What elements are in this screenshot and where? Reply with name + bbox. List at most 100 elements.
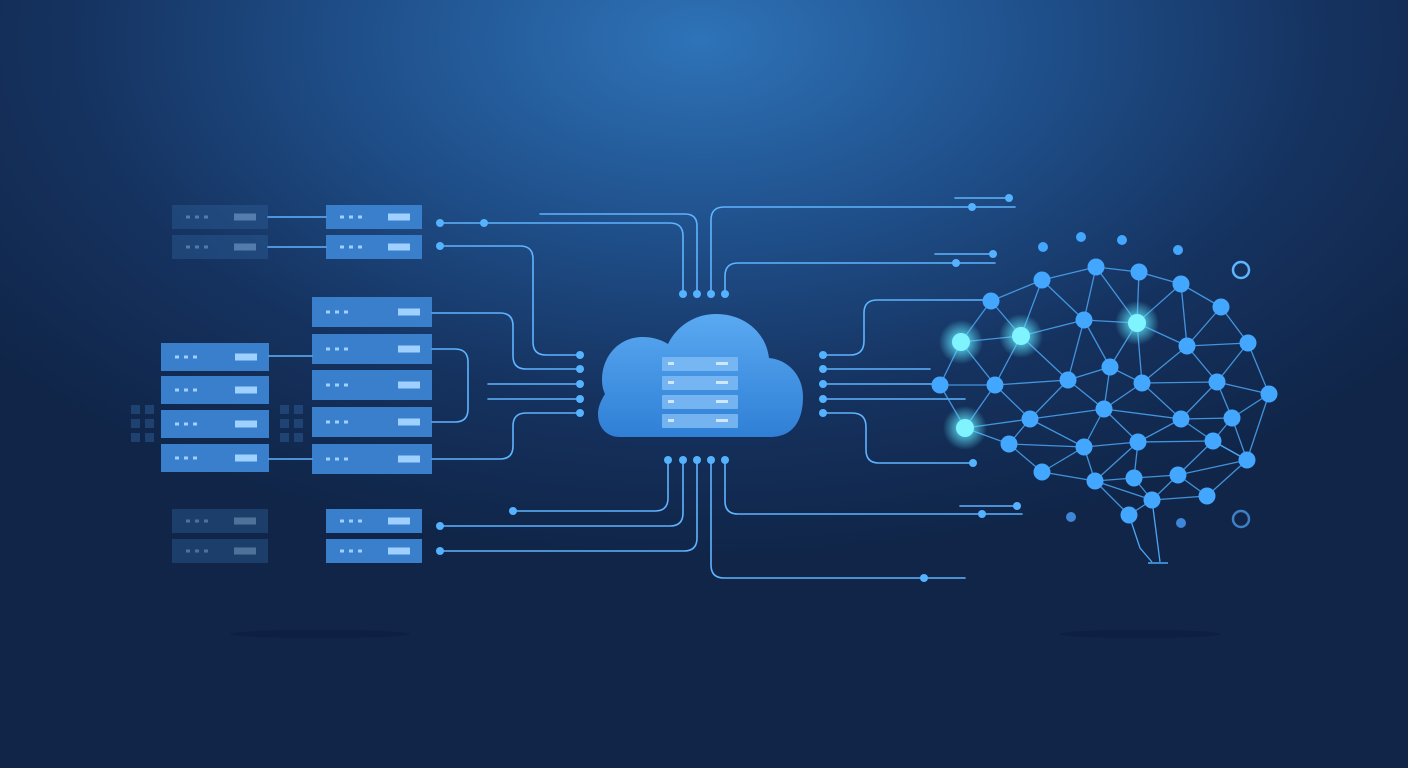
- network-node: [1173, 245, 1183, 255]
- server-rack-icon: [326, 509, 422, 533]
- network-edge: [1216, 381, 1270, 395]
- connection-dot: [576, 409, 584, 417]
- connection-dot: [693, 290, 701, 298]
- network-node: [1021, 410, 1039, 428]
- connection-line: [724, 459, 1023, 515]
- network-node: [1120, 506, 1138, 524]
- network-node: [1208, 373, 1226, 391]
- connection-dot: [1013, 502, 1021, 510]
- network-edge: [1177, 459, 1248, 476]
- network-node: [1075, 438, 1093, 456]
- ring-icon: [1231, 260, 1251, 280]
- server-rack-icon: [161, 376, 269, 404]
- floor-shadow: [230, 630, 410, 638]
- connection-line: [431, 312, 581, 370]
- connection-dot: [436, 219, 444, 227]
- network-node: [1012, 327, 1030, 345]
- network-node: [956, 419, 974, 437]
- server-rack-icon: [326, 539, 422, 563]
- network-edge: [994, 379, 1069, 386]
- network-edge: [1067, 319, 1085, 381]
- server-rack-icon: [312, 407, 432, 437]
- connection-line: [439, 459, 684, 527]
- server-rack-icon: [172, 235, 268, 259]
- network-edge: [1083, 441, 1139, 448]
- left-decor-grid: [131, 405, 303, 442]
- connection-dot: [679, 456, 687, 464]
- network-edge: [1041, 471, 1096, 482]
- connection-dot: [978, 510, 986, 518]
- connection-dot: [576, 351, 584, 359]
- network-edge: [1008, 443, 1085, 448]
- connection-dot: [819, 365, 827, 373]
- connection-dot: [679, 290, 687, 298]
- network-edge: [1103, 408, 1182, 420]
- network-node: [1260, 385, 1278, 403]
- network-node: [1130, 263, 1148, 281]
- network-node: [1101, 358, 1119, 376]
- connection-line: [439, 459, 698, 552]
- floor-shadow: [1060, 630, 1220, 638]
- network-edge: [1180, 381, 1218, 420]
- connection-line: [512, 459, 669, 512]
- connection-lines: [267, 197, 1023, 579]
- connection-dot: [952, 259, 960, 267]
- connection-dot: [480, 219, 488, 227]
- connection-dot: [989, 250, 997, 258]
- connection-dot: [969, 459, 977, 467]
- network-node: [1172, 410, 1190, 428]
- network-edge: [1180, 283, 1188, 347]
- network-node: [1172, 275, 1190, 293]
- network-edge: [1206, 459, 1248, 497]
- server-rack-icon: [312, 297, 432, 327]
- network-node: [1038, 242, 1048, 252]
- connection-dot: [436, 547, 444, 555]
- connection-dot: [819, 351, 827, 359]
- network-node: [1117, 235, 1127, 245]
- network-edge: [1029, 379, 1069, 420]
- network-node: [1086, 472, 1104, 490]
- server-rack-icon: [326, 205, 422, 229]
- connection-line: [822, 412, 974, 464]
- network-node: [952, 333, 970, 351]
- network-edge: [1246, 393, 1270, 461]
- connection-line: [439, 222, 684, 294]
- connection-dot: [576, 395, 584, 403]
- network-node: [1076, 232, 1086, 242]
- server-rack-icon: [161, 343, 269, 371]
- server-rack-icon: [161, 444, 269, 472]
- network-node: [986, 376, 1004, 394]
- neural-network-brain-icon: [931, 232, 1278, 564]
- server-racks: [161, 205, 432, 563]
- connection-line: [539, 213, 698, 294]
- network-node: [1000, 435, 1018, 453]
- network-edge: [1128, 499, 1161, 563]
- network-edge: [1041, 266, 1097, 281]
- network-edge: [1141, 381, 1218, 384]
- network-node: [1223, 409, 1241, 427]
- network-edge: [1041, 279, 1085, 321]
- network-node: [1176, 518, 1186, 528]
- connection-dot: [819, 395, 827, 403]
- network-node: [1204, 432, 1222, 450]
- network-edge: [1141, 345, 1188, 384]
- network-node: [1198, 487, 1216, 505]
- network-node: [1239, 334, 1257, 352]
- connection-dot: [576, 365, 584, 373]
- server-rack-icon: [312, 370, 432, 400]
- connection-line: [431, 348, 469, 423]
- server-rack-icon: [312, 444, 432, 474]
- network-node: [1087, 258, 1105, 276]
- connection-dot: [509, 507, 517, 515]
- connection-dot: [968, 203, 976, 211]
- connection-dots: [436, 194, 1021, 582]
- connection-dot: [436, 242, 444, 250]
- network-node: [982, 292, 1000, 310]
- network-node: [1095, 400, 1113, 418]
- network-node: [1033, 271, 1051, 289]
- network-edge: [1247, 342, 1270, 395]
- network-node: [1125, 469, 1143, 487]
- connection-dot: [920, 574, 928, 582]
- server-rack-icon: [172, 539, 268, 563]
- connection-dot: [721, 290, 729, 298]
